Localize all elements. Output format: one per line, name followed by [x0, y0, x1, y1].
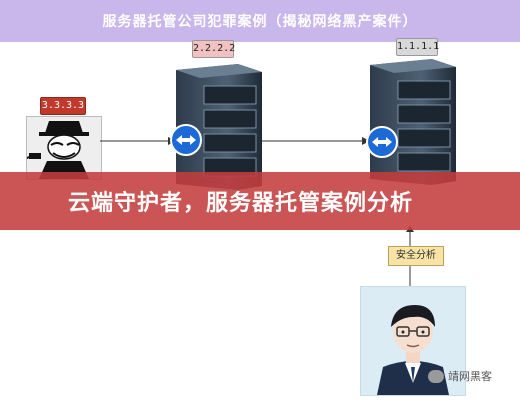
server-right-ip-label: 1.1.1.1 [396, 38, 439, 56]
server-middle-ip-label: 2.2.2.2 [192, 40, 235, 58]
title-banner: 云端守护者，服务器托管案例分析 [0, 172, 520, 230]
hacker-figure [24, 116, 102, 180]
security-analysis-label: 安全分析 [388, 246, 444, 266]
arrow-attacker-to-server [100, 137, 176, 145]
header-title: 服务器托管公司犯罪案例（揭秘网络黑产案件） [102, 14, 418, 30]
watermark: 靖网黑客 [428, 368, 492, 384]
teamviewer-icon [366, 126, 398, 162]
server-rack-icon [362, 55, 460, 185]
header-bar: 服务器托管公司犯罪案例（揭秘网络黑产案件） [0, 0, 520, 42]
arrow-server-to-server [262, 137, 370, 145]
server-rack-icon [168, 60, 266, 190]
attacker-ip-label: 3.3.3.3 [40, 97, 86, 115]
arrow-analyst-to-label [409, 264, 411, 288]
watermark-text: 靖网黑客 [448, 370, 492, 383]
teamviewer-icon [170, 124, 202, 160]
banner-title: 云端守护者，服务器托管案例分析 [68, 191, 414, 216]
analyst-figure [360, 286, 466, 396]
wechat-icon [428, 369, 444, 383]
